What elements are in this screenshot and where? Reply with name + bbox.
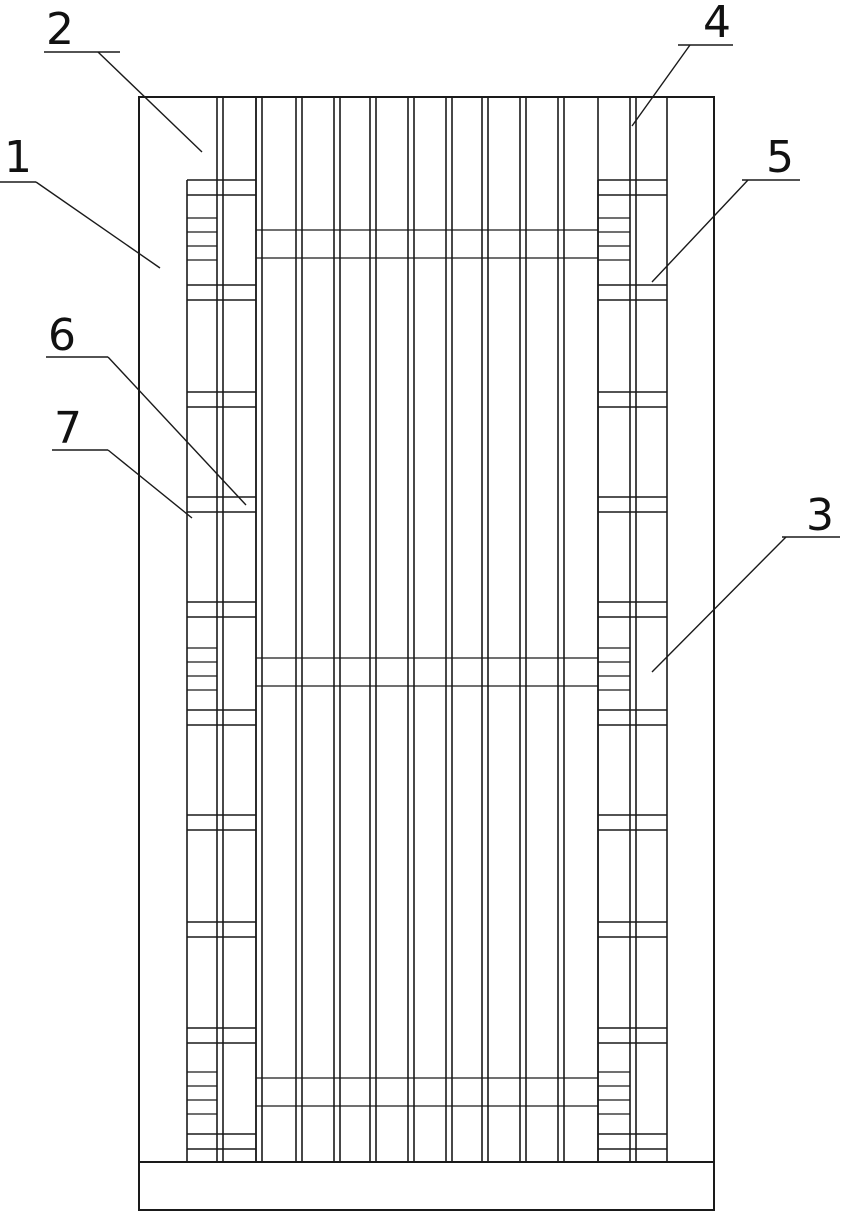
leader-1 [35, 181, 161, 269]
leader-3 [651, 536, 787, 673]
left-ladder-column [186, 97, 257, 1162]
label-6: 6 [48, 310, 76, 361]
label-4: 4 [703, 0, 731, 48]
leader-lines [0, 44, 840, 673]
right-ladder-column [597, 97, 668, 1162]
label-5: 5 [766, 132, 794, 183]
label-3: 3 [806, 490, 834, 541]
label-7: 7 [54, 403, 82, 454]
center-slats [255, 97, 599, 1162]
leader-5 [651, 179, 749, 283]
leader-4 [631, 44, 691, 127]
label-2: 2 [46, 4, 74, 55]
leader-7 [107, 449, 193, 519]
outer-frame [138, 96, 715, 1211]
leader-6 [107, 356, 247, 506]
label-1: 1 [4, 132, 32, 183]
leader-2 [97, 51, 203, 153]
